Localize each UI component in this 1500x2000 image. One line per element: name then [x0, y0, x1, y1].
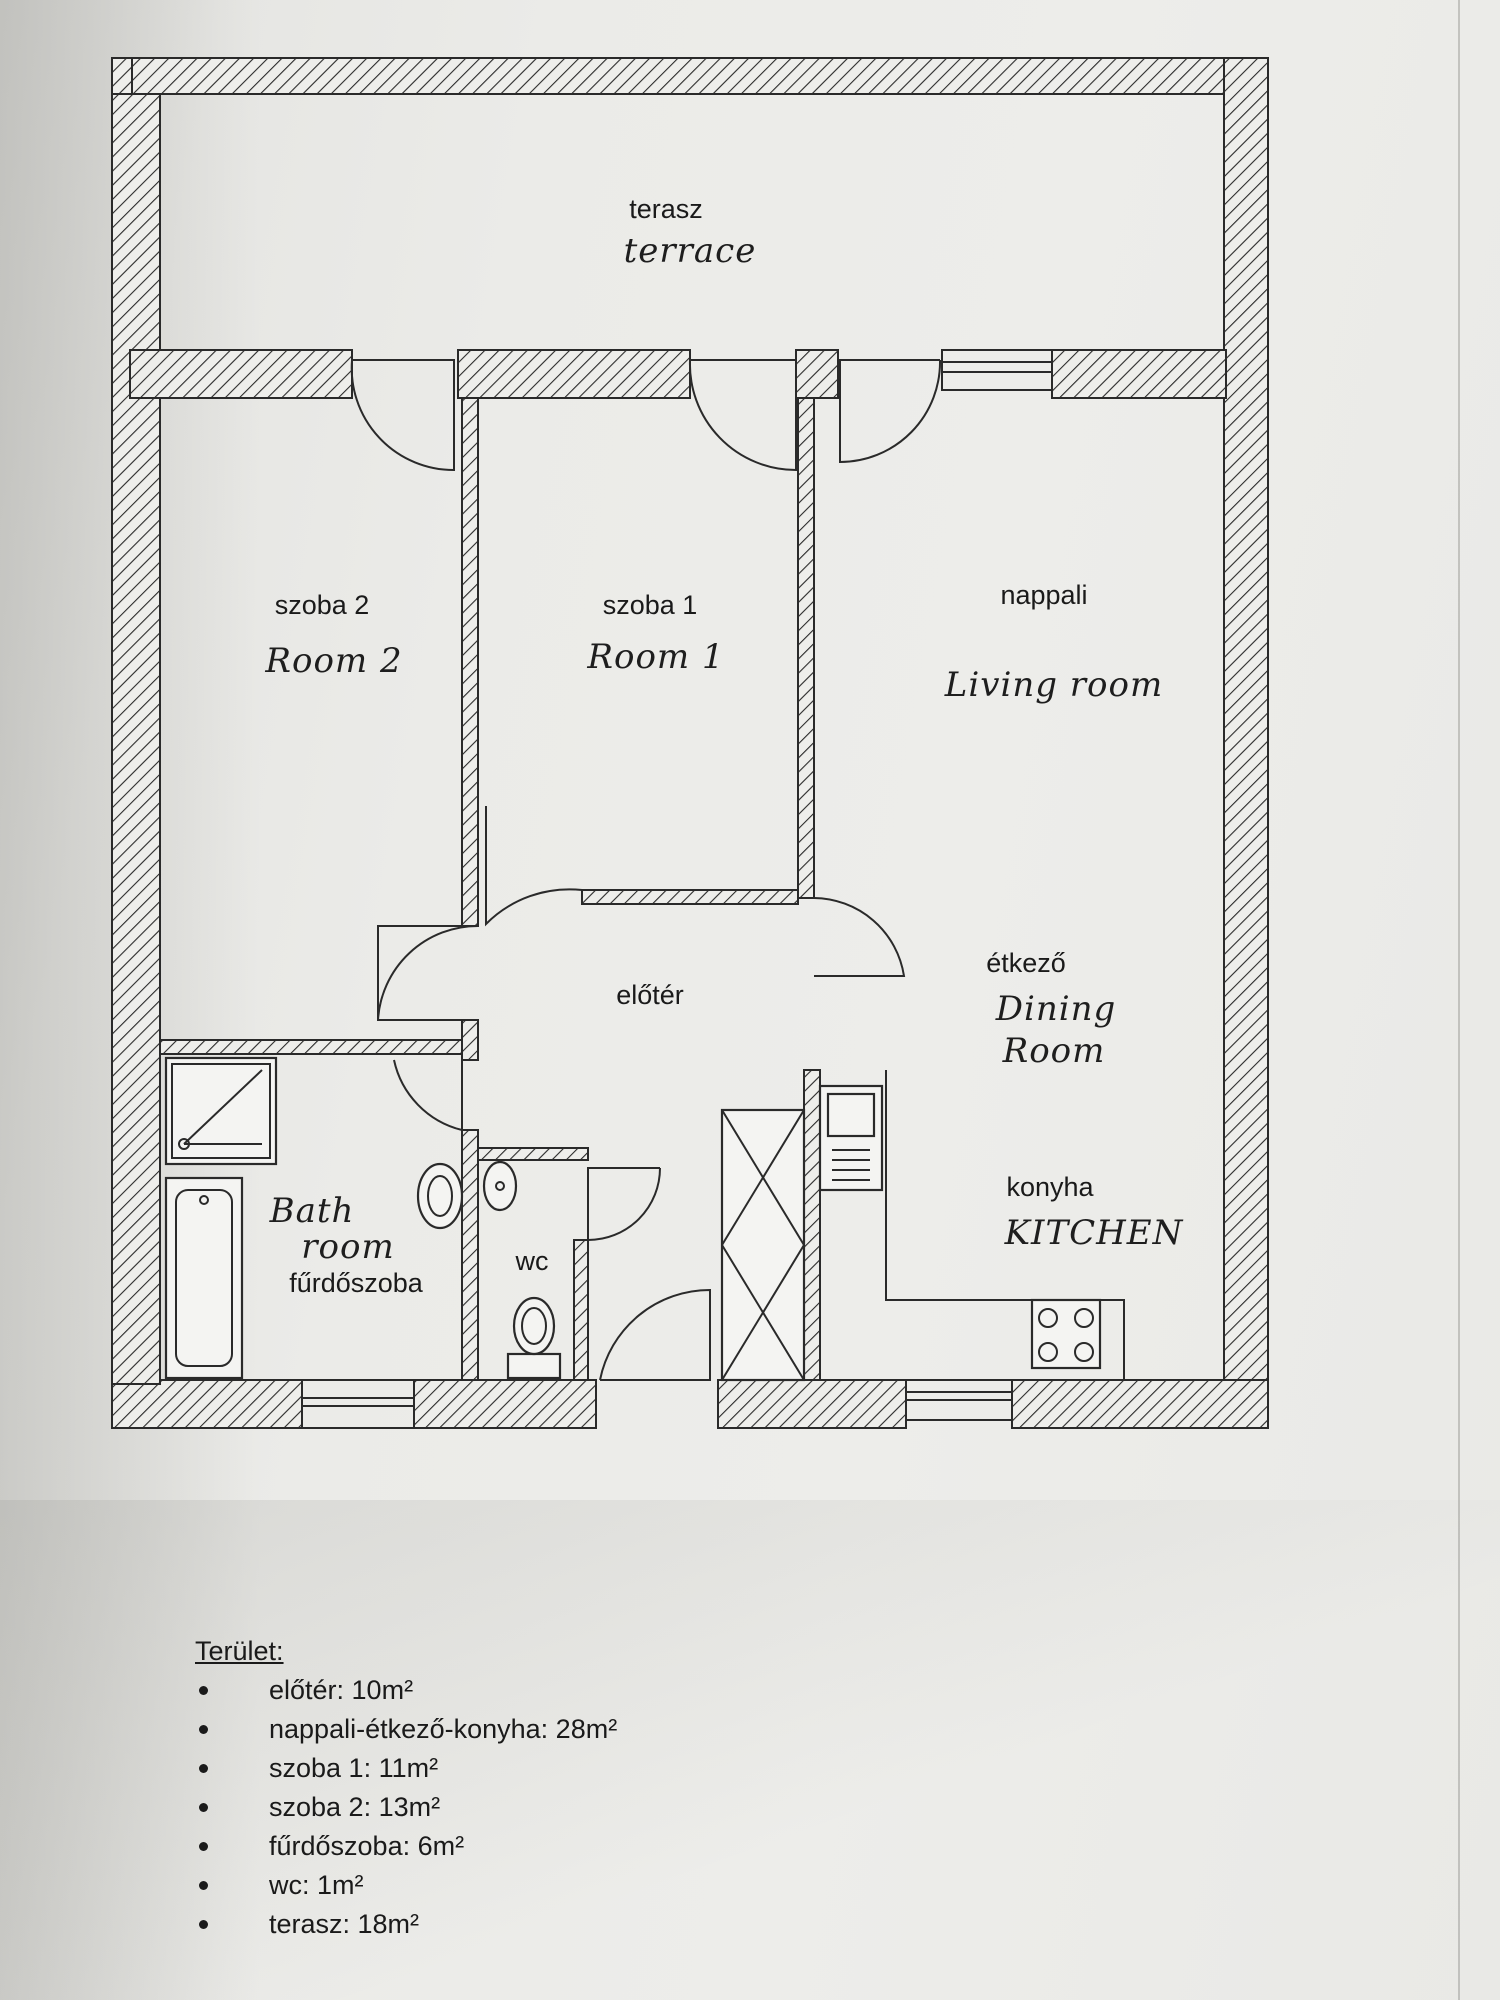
storage-cabinet — [720, 1108, 806, 1382]
label-eloter: előtér — [616, 980, 684, 1010]
area-item-szoba2: szoba 2: 13m² — [269, 1792, 441, 1822]
label-furdoszoba: fűrdőszoba — [289, 1268, 424, 1298]
hand-label-terrace: terrace — [624, 231, 757, 271]
bullet-icon — [199, 1725, 208, 1734]
wall-bottom-4 — [1011, 1379, 1269, 1429]
area-item-terasz: terasz: 18m² — [269, 1909, 420, 1939]
terrace-wall — [129, 349, 1227, 399]
bullet-icon — [199, 1842, 208, 1851]
wall-bottom-2 — [413, 1379, 597, 1429]
list-item: előtér: 10m² — [195, 1671, 617, 1710]
bullet-icon — [199, 1803, 208, 1812]
bullet-icon — [199, 1881, 208, 1890]
label-szoba2: szoba 2 — [275, 590, 370, 620]
list-item: szoba 2: 13m² — [195, 1788, 617, 1827]
list-item: terasz: 18m² — [195, 1905, 617, 1944]
hand-label-living-room: Living room — [944, 665, 1163, 705]
label-szoba1: szoba 1 — [603, 590, 698, 620]
wc-basin-icon — [482, 1160, 518, 1212]
outer-walls — [111, 57, 1269, 1429]
room-labels: terasz terrace szoba 2 Room 2 szoba 1 Ro… — [264, 194, 1184, 1298]
legend-title: Terület: — [195, 1636, 284, 1666]
hand-label-bath: Bath — [269, 1191, 355, 1231]
list-item: szoba 1: 11m² — [195, 1749, 617, 1788]
label-konyha: konyha — [1006, 1172, 1094, 1202]
wall-bottom-1 — [111, 1379, 303, 1429]
label-terasz: terasz — [629, 194, 703, 224]
bathroom-fixtures — [164, 1056, 562, 1380]
list-item: wc: 1m² — [195, 1866, 617, 1905]
wall-top — [111, 57, 1269, 95]
wall-bottom-3 — [717, 1379, 907, 1429]
kitchen-counter — [818, 1070, 1125, 1380]
washbasin-icon — [416, 1162, 464, 1230]
hand-label-room1: Room 1 — [586, 637, 724, 677]
area-legend: Terület: előtér: 10m² nappali-étkező-kon… — [195, 1636, 617, 1944]
area-item-furdoszoba: fűrdőszoba: 6m² — [269, 1831, 465, 1861]
bullet-icon — [199, 1686, 208, 1695]
bullet-icon — [199, 1764, 208, 1773]
area-item-nappali-etkezo-konyha: nappali-étkező-konyha: 28m² — [269, 1714, 618, 1744]
label-wc: wc — [515, 1246, 549, 1276]
hand-label-dining-room: Room — [1002, 1031, 1106, 1071]
bathtub-icon — [164, 1176, 244, 1380]
label-nappali: nappali — [1000, 580, 1087, 610]
toilet-icon — [512, 1296, 556, 1356]
toilet-tank-icon — [506, 1352, 562, 1380]
paper-edge — [1458, 0, 1460, 2000]
doors — [350, 359, 942, 1381]
hand-label-room2: Room 2 — [264, 641, 402, 681]
wall-right — [1223, 57, 1269, 1429]
shower-icon — [164, 1056, 278, 1166]
hand-label-kitchen: KITCHEN — [1004, 1213, 1184, 1253]
bullet-icon — [199, 1920, 208, 1929]
wall-left-lower — [111, 93, 161, 1385]
area-item-eloter: előtér: 10m² — [269, 1675, 414, 1705]
area-item-szoba1: szoba 1: 11m² — [269, 1753, 439, 1783]
hand-label-dining: Dining — [995, 989, 1117, 1029]
list-item: nappali-étkező-konyha: 28m² — [195, 1710, 617, 1749]
list-item: fűrdőszoba: 6m² — [195, 1827, 617, 1866]
inner-walls — [159, 397, 821, 1381]
label-etkezo: étkező — [986, 948, 1066, 978]
bottom-windows — [301, 1379, 1013, 1429]
area-list: előtér: 10m² nappali-étkező-konyha: 28m²… — [195, 1671, 617, 1944]
hand-label-bathroom: room — [301, 1227, 394, 1267]
area-item-wc: wc: 1m² — [269, 1870, 364, 1900]
